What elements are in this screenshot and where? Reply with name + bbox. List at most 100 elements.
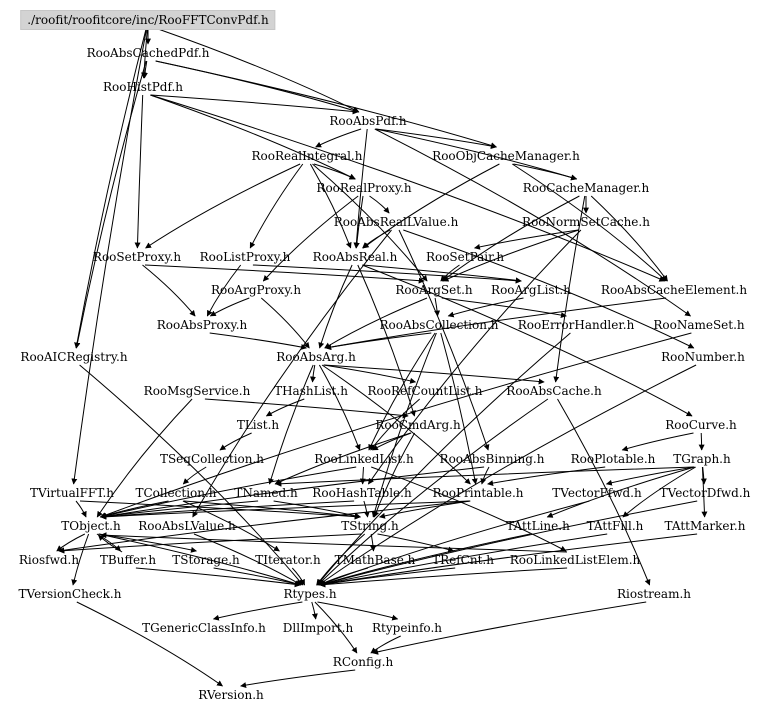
node-roosetpair[interactable]: RooSetPair.h [425,250,505,264]
edge-roohistpdf-to-roorealproxy [150,94,356,180]
node-rooprintable[interactable]: RooPrintable.h [432,486,524,500]
node-thashlist[interactable]: THashList.h [274,384,348,398]
node-tgraph[interactable]: TGraph.h [673,452,731,466]
node-titerator[interactable]: TIterator.h [255,553,321,567]
node-rooabscache[interactable]: RooAbsCache.h [506,384,602,398]
edge-tlist-to-tseqcollection [219,432,252,451]
edge-rooabsarg-to-tnamed [268,364,314,485]
node-rooabslvalue[interactable]: RooAbsLValue.h [138,519,236,533]
node-riostream[interactable]: Riostream.h [617,587,691,601]
edge-rooargset-to-rooabsarg [324,297,428,349]
node-roorealintegral[interactable]: RooRealIntegral.h [251,149,363,163]
node-roosetproxy[interactable]: RooSetProxy.h [92,250,182,264]
edge-rooabsreallvalue-to-rooabsbinning [398,229,490,451]
node-roonameset[interactable]: RooNameSet.h [653,318,745,332]
node-roolinkedlist[interactable]: RooLinkedList.h [314,452,414,466]
node-rooaicregistry[interactable]: RooAICRegistry.h [20,350,128,364]
node-tobject[interactable]: TObject.h [61,519,121,533]
node-tvectorffwd[interactable]: TVectorFfwd.h [552,486,642,500]
edge-rooprintable-to-tobject [100,500,471,520]
edge-roocachemanager-to-rooabscache [553,195,586,383]
node-trefcnt[interactable]: TRefCnt.h [432,553,494,567]
edge-root-to-rooabspdf [155,27,360,113]
node-tstorage[interactable]: TStorage.h [172,553,240,567]
node-tattmarker[interactable]: TAttMarker.h [664,519,746,533]
node-tattfill[interactable]: TAttFill.h [586,519,644,533]
edge-roonormsetcache-to-roosetpair [474,229,579,250]
edge-rooabscache-to-rtypes [317,398,549,586]
node-rversion[interactable]: RVersion.h [198,688,264,702]
node-rooabsproxy[interactable]: RooAbsProxy.h [156,318,248,332]
node-tlist[interactable]: TList.h [236,418,280,432]
edge-roonameset-to-tobject [99,332,692,518]
node-rooabsreal[interactable]: RooAbsReal.h [312,250,398,264]
node-rooabscollection[interactable]: RooAbsCollection.h [379,318,499,332]
node-rooabspdf[interactable]: RooAbsPdf.h [329,114,407,128]
node-rconfig[interactable]: RConfig.h [332,655,394,669]
node-dllimport[interactable]: DllImport.h [282,621,354,635]
node-tmathbase[interactable]: TMathBase.h [334,553,416,567]
node-roolistproxy[interactable]: RooListProxy.h [199,250,291,264]
node-tcollection[interactable]: TCollection.h [135,486,217,500]
node-rooabscacheelement[interactable]: RooAbsCacheElement.h [600,283,748,297]
node-tnamed[interactable]: TNamed.h [234,486,298,500]
edge-roocurve-to-rooplotable [621,432,694,452]
edge-tgraph-to-tattfill [622,466,696,518]
node-tstring[interactable]: TString.h [341,519,399,533]
node-rooabscachedpdf[interactable]: RooAbsCachedPdf.h [86,46,210,60]
node-roolinkedlistelem[interactable]: RooLinkedListElem.h [509,553,641,567]
node-rooabsbinning[interactable]: RooAbsBinning.h [439,452,545,466]
edge-tbuffer-to-rtypes [135,567,301,588]
node-roonormsetcache[interactable]: RooNormSetCache.h [522,215,650,229]
node-tbuffer[interactable]: TBuffer.h [99,553,157,567]
edge-tattline-to-rtypes [319,533,531,587]
node-rtypeinfo[interactable]: Rtypeinfo.h [372,621,442,635]
node-rooargproxy[interactable]: RooArgProxy.h [210,283,302,297]
node-roocurve[interactable]: RooCurve.h [665,418,737,432]
node-roonumber[interactable]: RooNumber.h [661,350,745,364]
node-tvirtualfft[interactable]: TVirtualFFT.h [29,486,115,500]
node-root[interactable]: ./roofit/roofitcore/inc/RooFFTConvPdf.h [20,10,276,30]
node-tgenericclassinfo[interactable]: TGenericClassInfo.h [142,621,266,635]
node-rooplotable[interactable]: RooPlotable.h [570,452,656,466]
node-rooargset[interactable]: RooArgSet.h [395,283,473,297]
node-roorealproxy[interactable]: RooRealProxy.h [316,181,412,195]
node-roohashtable[interactable]: RooHashTable.h [312,486,412,500]
edge-tgraph-to-tattmarker [701,466,708,518]
node-rooerrorhandler[interactable]: RooErrorHandler.h [517,318,635,332]
node-rooabsarg[interactable]: RooAbsArg.h [276,350,356,364]
edge-tattmarker-to-rtypes [319,533,698,588]
node-rtypes[interactable]: Rtypes.h [283,587,337,601]
edge-rooabscachedpdf-to-rooabspdf [155,60,359,114]
edge-rooabsarg-to-thashlist [309,364,316,383]
edge-rooabsreal-to-roocurve [362,264,693,417]
edge-roonormsetcache-to-rooargset [442,229,579,282]
edge-rooabsarg-to-roolinkedlist [318,364,361,451]
edge-roolinkedlistelem-to-rtypes [319,567,568,588]
node-rooarglist[interactable]: RooArgList.h [491,283,571,297]
node-roohistpdf[interactable]: RooHistPdf.h [102,80,184,94]
edge-roonormsetcache-to-roohashtable [367,229,582,485]
edge-tvirtualfft-to-tstring [79,500,361,520]
node-roorefcountlist[interactable]: RooRefCountList.h [367,384,483,398]
node-riosfwd[interactable]: Riosfwd.h [18,553,80,567]
edge-tattfill-to-rtypes [319,533,608,587]
edge-rooabsreallvalue-to-roonumber [403,229,695,349]
edge-titerator-to-rtypes [291,567,306,586]
edge-rooabscachedpdf-to-roohistpdf [141,60,148,79]
edge-rooerrorhandler-to-rtypes [316,332,571,586]
node-roocachemanager[interactable]: RooCacheManager.h [522,181,650,195]
node-roomsgservice[interactable]: RooMsgService.h [143,384,251,398]
node-rooobjcachemanager[interactable]: RooObjCacheManager.h [432,149,580,163]
node-tseqcollection[interactable]: TSeqCollection.h [159,452,265,466]
edge-rooarglist-to-rooabscollection [447,297,524,318]
edge-rooabsreallvalue-to-rooabslvalue [192,229,392,518]
node-tversioncheck[interactable]: TVersionCheck.h [18,587,122,601]
node-rooabsreallvalue[interactable]: RooAbsRealLValue.h [333,215,459,229]
edge-tgraph-to-tattline [546,466,695,518]
node-roocmdarg[interactable]: RooCmdArg.h [375,418,461,432]
edge-roocmdarg-to-roolinkedlist [371,432,412,451]
node-tvectordfwd[interactable]: TVectorDfwd.h [659,486,751,500]
node-tattline[interactable]: TAttLine.h [506,519,570,533]
edge-rooargset-to-rooerrorhandler [441,297,567,319]
